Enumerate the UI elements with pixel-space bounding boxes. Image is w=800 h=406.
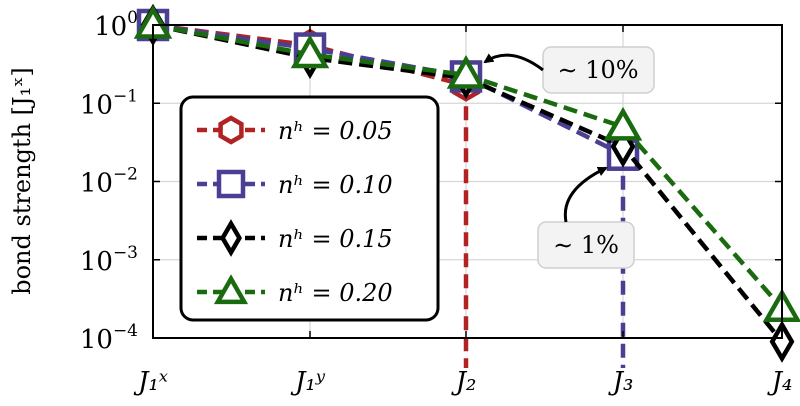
triangle-marker [213,274,249,305]
legend-entry: nʰ = 0.15 [197,219,393,257]
legend-entry: nʰ = 0.05 [197,115,393,145]
diamond-marker [610,125,636,168]
legend-label: nʰ = 0.10 [278,171,393,199]
x-axis-ticks: J₁ˣ J₁ʸ J₂ J₃ J₄ [133,25,792,397]
x-tick-label: J₃ [608,367,634,397]
legend-label: nʰ = 0.20 [278,279,393,307]
legend-label: nʰ = 0.15 [278,225,393,253]
annotation-label: ∼ 10% [557,56,638,84]
triangle-marker [290,34,330,69]
y-tick-label: 10−2 [80,165,138,199]
legend-box [179,95,440,322]
y-tick-label: 10−3 [80,243,138,277]
x-tick-label: J₄ [767,367,793,397]
x-tick-label: J₁ˣ [133,367,168,397]
legend-label: nʰ = 0.05 [278,117,393,145]
annotation-box [537,221,635,269]
legend-entry: nʰ = 0.10 [197,169,393,199]
diamond-marker [769,320,795,363]
y-tick-label: 10−4 [80,321,138,355]
x-tick-label: J₁ʸ [290,367,326,397]
x-tick-label: J₂ [451,367,477,397]
diamond-marker [219,219,243,257]
square-marker [216,169,246,199]
legend: nʰ = 0.05 nʰ = 0.10 nʰ = 0.15 nʰ = 0.20 [179,95,440,322]
triangle-marker [446,55,486,89]
triangle-marker [603,106,643,141]
y-axis-ticks: 100 10−1 10−2 10−3 10−4 [80,8,782,355]
annotation-label: ∼ 1% [553,231,619,259]
y-tick-label: 100 [94,8,138,42]
y-tick-label: 10−1 [80,86,138,120]
y-axis-label: bond strength [J₁ˣ] [8,67,36,295]
legend-entry: nʰ = 0.20 [197,274,393,307]
annotations: ∼ 10% ∼ 1% [483,46,655,269]
annotation-arrow [483,53,544,72]
hexagon-marker [218,115,244,145]
annotation-arrow [563,166,608,223]
